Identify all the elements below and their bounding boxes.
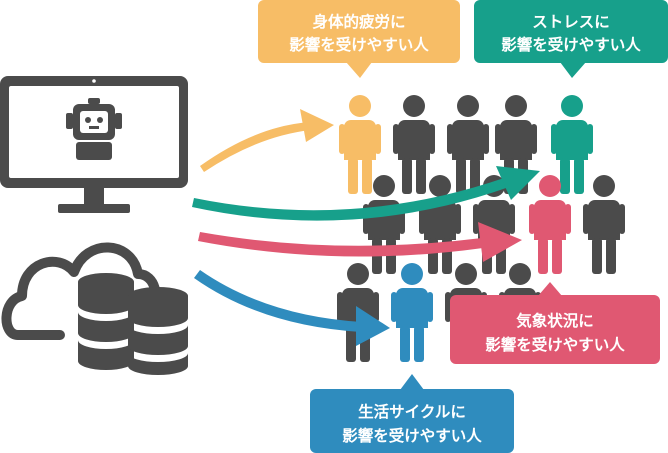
bubble-stress-line1: ストレスに: [532, 13, 610, 31]
bubble-life-cycle-line1: 生活サイクルに: [358, 402, 466, 421]
bubble-physical-fatigue-line2: 影響を受けやすい人: [289, 35, 429, 54]
bubble-weather-line2: 影響を受けやすい人: [485, 335, 625, 354]
person-blue: [391, 263, 433, 362]
bubble-physical-fatigue-line1: 身体的疲労に: [312, 12, 405, 31]
arrow-teal: [192, 166, 540, 221]
cloud-icon: [1, 242, 161, 340]
bubble-stress: ストレスに 影響を受けやすい人: [474, 0, 668, 78]
person-icon: [583, 175, 625, 274]
person-icon: [391, 263, 433, 362]
person-icon: [339, 95, 381, 194]
bubble-weather: 気象状況に 影響を受けやすい人: [450, 282, 660, 364]
arrow-orange: [200, 109, 334, 172]
bubble-weather-line1: 気象状況に: [516, 311, 594, 330]
database-icon: [78, 273, 188, 375]
person-icon: [393, 95, 435, 194]
arrow-pink: [198, 222, 522, 262]
robot-icon: [66, 98, 122, 160]
person-orange: [339, 95, 381, 194]
bubble-stress-line2: 影響を受けやすい人: [501, 35, 641, 54]
person-icon: [447, 95, 489, 194]
bubble-life-cycle-line2: 影響を受けやすい人: [342, 426, 482, 445]
arrow-blue: [194, 270, 390, 346]
bubble-physical-fatigue: 身体的疲労に 影響を受けやすい人: [258, 0, 460, 78]
bubble-life-cycle: 生活サイクルに 影響を受けやすい人: [310, 374, 514, 453]
